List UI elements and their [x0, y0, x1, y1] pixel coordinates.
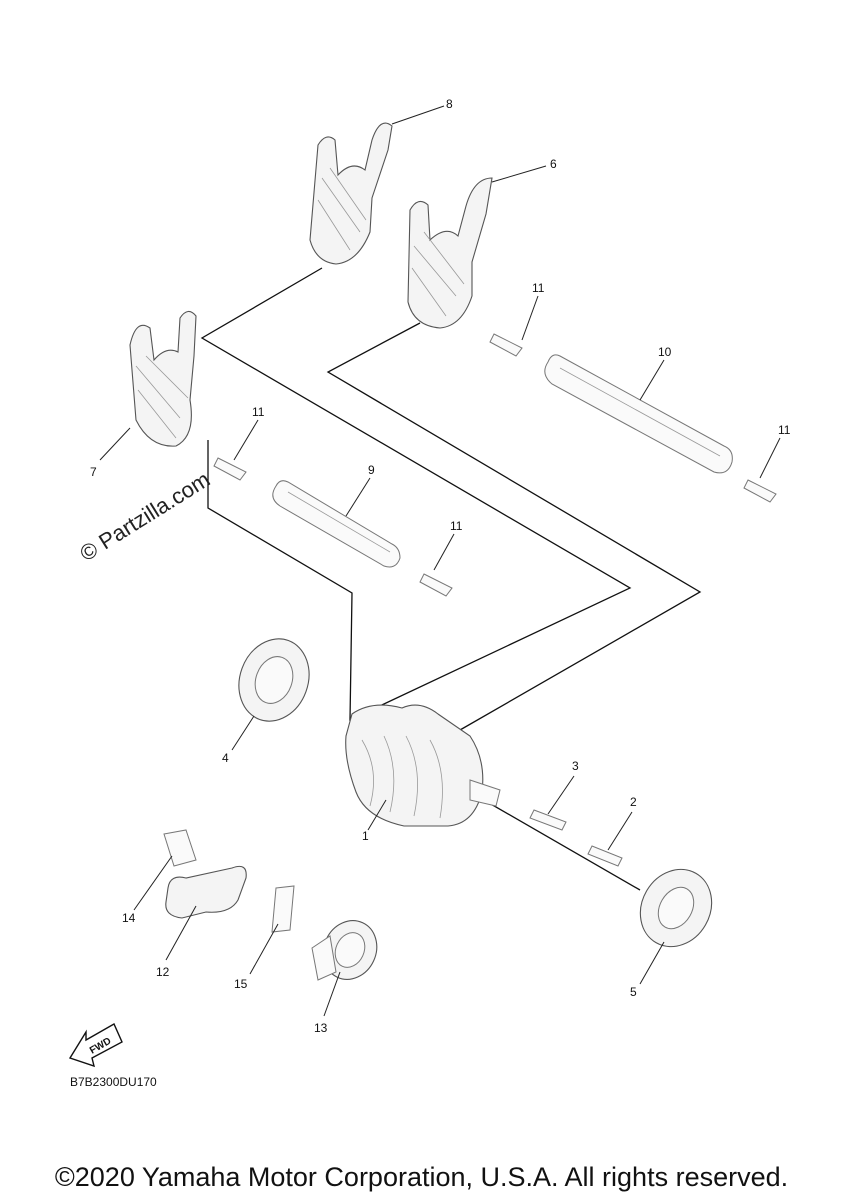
shift-drum-1[interactable]: [345, 704, 501, 827]
pin-2[interactable]: [587, 845, 623, 867]
callout-8: 8: [446, 97, 453, 111]
callout-1: 1: [362, 829, 369, 843]
bearing-5[interactable]: [627, 856, 726, 959]
pin-15[interactable]: [271, 885, 295, 933]
callout-5: 5: [630, 985, 637, 999]
fwd-arrow-icon: FWD: [68, 1023, 123, 1068]
pin-11-c[interactable]: [213, 457, 247, 481]
callout-10: 10: [658, 345, 672, 359]
callout-12: 12: [156, 965, 170, 979]
callout-11-a: 11: [532, 281, 545, 295]
callout-4: 4: [222, 751, 229, 765]
callout-11-c: 11: [252, 405, 265, 419]
pin-11-b[interactable]: [743, 479, 777, 503]
pin-11-d[interactable]: [419, 573, 453, 597]
pin-3[interactable]: [529, 809, 567, 831]
pin-11-a[interactable]: [489, 333, 523, 357]
drawing-code: B7B2300DU170: [70, 1075, 157, 1089]
callout-11-d: 11: [450, 519, 463, 533]
stopper-13[interactable]: [311, 912, 386, 988]
callout-14: 14: [122, 911, 136, 925]
fork-shaft-10[interactable]: [544, 354, 733, 474]
fork-shaft-9[interactable]: [272, 480, 401, 568]
shift-fork-6[interactable]: [407, 177, 493, 329]
callout-3: 3: [572, 759, 579, 773]
callout-9: 9: [368, 463, 375, 477]
copyright-notice: ©2020 Yamaha Motor Corporation, U.S.A. A…: [54, 1162, 789, 1192]
segment-12[interactable]: [165, 865, 247, 919]
shift-fork-8[interactable]: [309, 122, 393, 265]
watermark: © Partzilla.com: [75, 466, 214, 566]
callout-2: 2: [630, 795, 637, 809]
callout-labels: 1 2 3 4 5 6 7 8 9 10 11 11 11 11 12 13 1…: [90, 97, 791, 1035]
callout-13: 13: [314, 1021, 328, 1035]
shift-fork-7[interactable]: [129, 310, 197, 447]
callout-15: 15: [234, 977, 248, 991]
callout-6: 6: [550, 157, 557, 171]
callout-7: 7: [90, 465, 97, 479]
leader-lines: [99, 105, 781, 1017]
bolt-14[interactable]: [163, 829, 197, 867]
bearing-4[interactable]: [228, 629, 321, 731]
callout-11-b: 11: [778, 423, 791, 437]
